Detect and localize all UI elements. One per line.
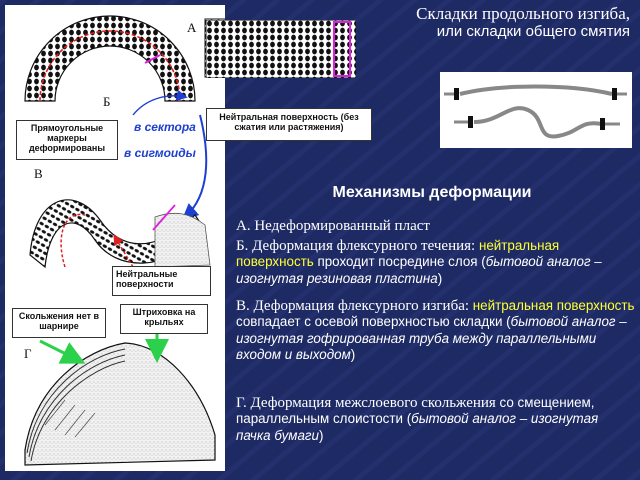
label-v: В xyxy=(34,166,43,181)
paragraph-v-term: флексурного изгиба xyxy=(338,298,465,314)
slide-subtitle: или складки общего смятия xyxy=(436,23,630,40)
sector-label: в сектора xyxy=(134,120,196,134)
no-slip-note: Скольжения нет в шарнире xyxy=(12,308,106,338)
paragraph-a-text: А. Недеформированный пласт xyxy=(236,218,430,234)
flexural-slip-fold xyxy=(29,199,211,269)
paragraph-g-prefix: Г. Деформация xyxy=(236,395,335,411)
fold-diagram xyxy=(24,15,356,466)
paragraph-b-rest: проходит посредине слоя ( xyxy=(313,254,486,270)
mechanisms-heading: Механизмы деформации xyxy=(332,184,532,201)
interlayer-slip-fold xyxy=(24,329,216,466)
paragraph-g-analogy: бытовой аналог – изогнутая пачка бумаги xyxy=(236,411,599,443)
slide-title: Складки продольного изгиба, xyxy=(416,4,630,23)
paragraph-g: Г. Деформация межслоевого скольжения со … xyxy=(236,395,636,444)
paragraph-b-highlight: нейтральная поверхность xyxy=(236,238,560,270)
bent-plate-diagram xyxy=(444,84,627,139)
label-a: А xyxy=(187,20,197,35)
paragraph-v: В. Деформация флексурного изгиба: нейтра… xyxy=(236,298,636,364)
paragraph-b-end: ) xyxy=(437,270,443,286)
paragraph-b-term: флексурного течения xyxy=(336,238,472,254)
hatching-note: Штриховка на крыльях xyxy=(120,304,208,334)
paragraph-v-end: ) xyxy=(350,347,356,363)
label-g: Г xyxy=(24,346,32,361)
label-b: Б xyxy=(103,94,111,109)
paragraph-g-mid: со смещением, параллельным слоистости ( xyxy=(236,395,595,427)
figure-panel xyxy=(5,5,356,471)
neutral-surfaces-note: Нейтральные поверхности xyxy=(112,266,211,296)
paragraph-b-colon: : xyxy=(471,238,476,254)
paragraph-g-end: ) xyxy=(318,427,324,443)
paragraph-v-analogy: бытовой аналог – изогнутая гофрированная… xyxy=(236,314,627,363)
paragraph-v-colon: : xyxy=(464,298,473,314)
paragraph-g-term: межслоевого скольжения xyxy=(334,395,496,411)
sigmoid-label: в сигмоиды xyxy=(124,146,196,160)
neutral-surface-note: Нейтральная поверхность (без сжатия или … xyxy=(206,108,372,141)
markers-note: Прямоугольные маркеры деформированы xyxy=(16,120,118,160)
paragraph-b-analogy: бытовой аналог – изогнутая резиновая пла… xyxy=(236,254,602,286)
undeformed-layer-block xyxy=(206,20,356,78)
flexural-flow-fold xyxy=(24,15,196,102)
paragraph-a: А. Недеформированный пласт xyxy=(236,218,636,234)
paragraph-v-prefix: В. Деформация xyxy=(236,298,339,314)
paragraph-b-prefix: Б. Деформация xyxy=(236,238,337,254)
paragraph-v-highlight: нейтральная поверхность xyxy=(472,298,635,313)
paragraph-b: Б. Деформация флексурного течения: нейтр… xyxy=(236,238,636,287)
paragraph-v-rest: совпадает с осевой поверхностью складки … xyxy=(236,314,511,330)
rubber-plate-illustration xyxy=(440,72,632,148)
